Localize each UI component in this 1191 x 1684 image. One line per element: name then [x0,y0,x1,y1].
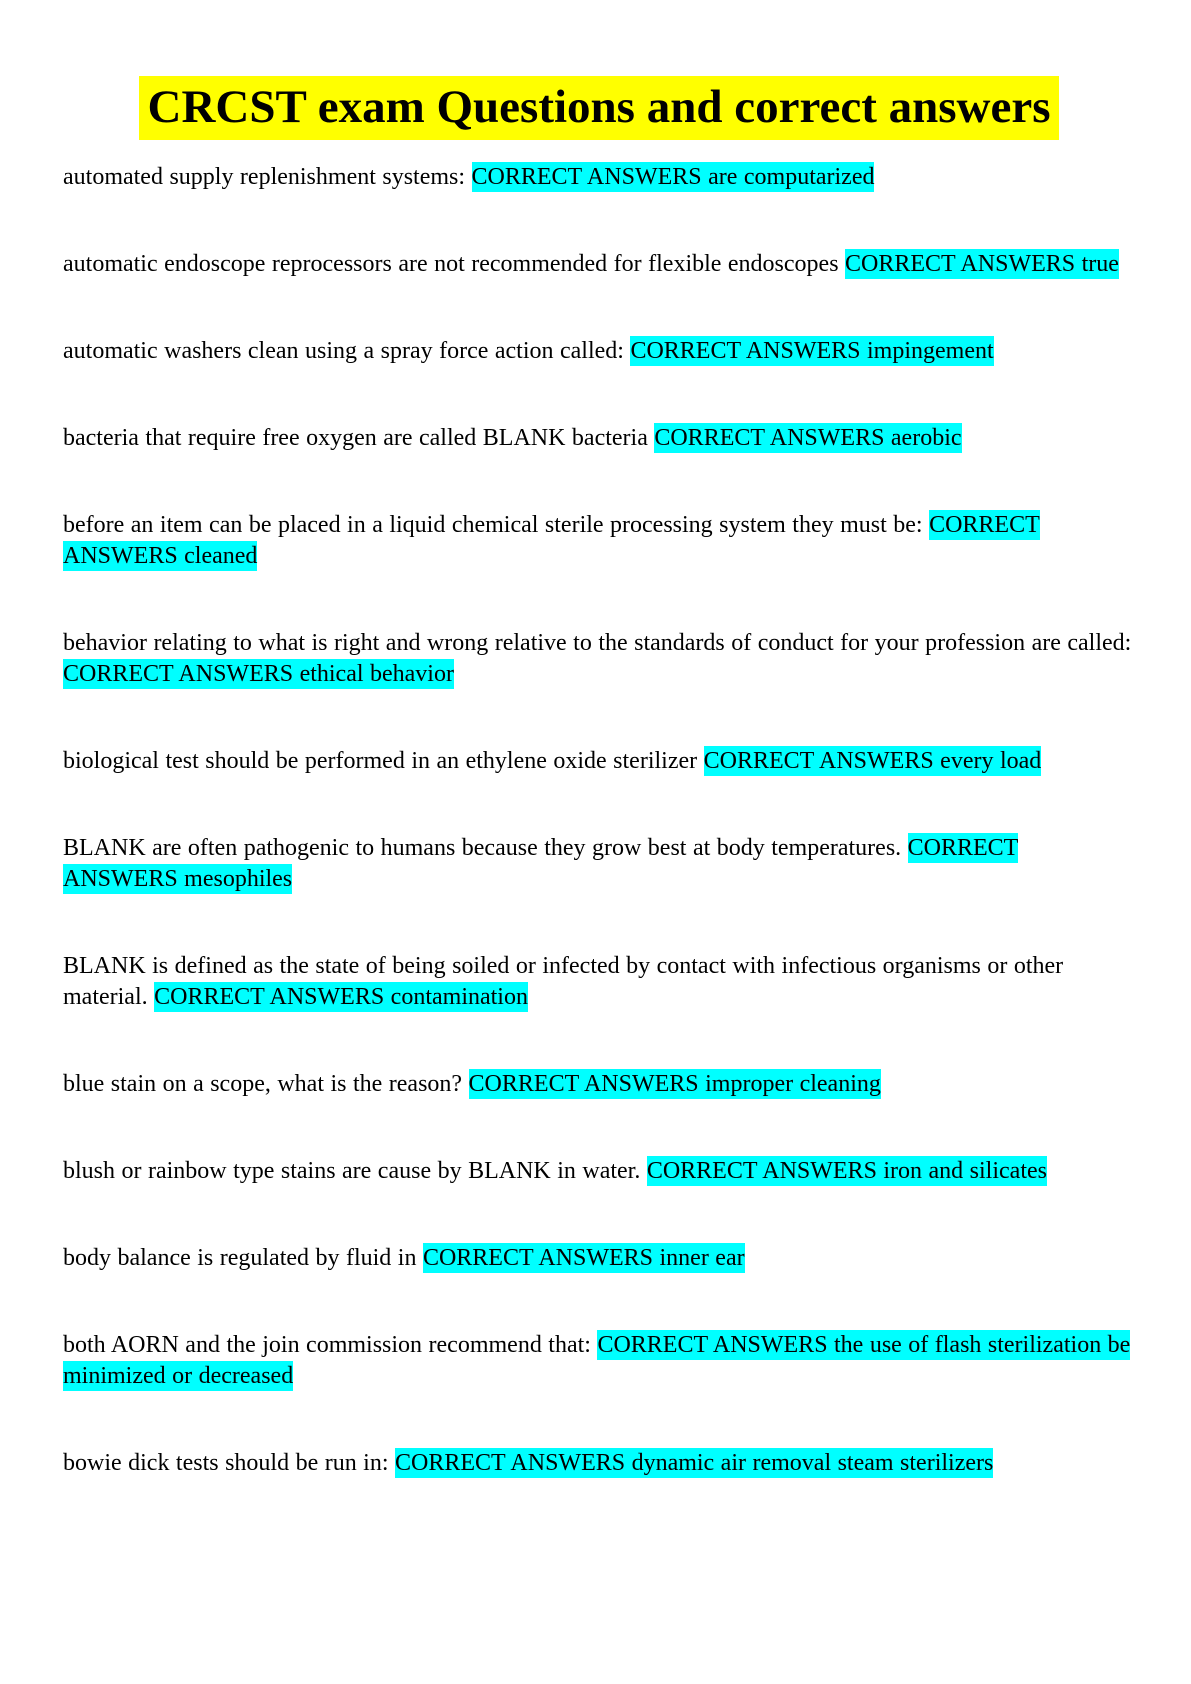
question-text: both AORN and the join commission recomm… [63,1332,591,1358]
page-title-highlight: CRCST exam Questions and correct answers [138,76,1060,140]
question-text: automated supply replenishment systems: [63,164,466,190]
answer-highlight: CORRECT ANSWERS impingement [630,336,994,366]
qa-entry: before an item can be placed in a liquid… [63,510,1135,572]
question-text: blue stain on a scope, what is the reaso… [63,1071,463,1097]
qa-entry: blue stain on a scope, what is the reaso… [63,1069,1135,1100]
qa-entry: blush or rainbow type stains are cause b… [63,1156,1135,1187]
answer-highlight: CORRECT ANSWERS aerobic [654,423,962,453]
answer-highlight: CORRECT ANSWERS are computarized [471,162,875,192]
answer-highlight: CORRECT ANSWERS every load [703,746,1042,776]
question-text: biological test should be performed in a… [63,748,698,774]
answer-highlight: CORRECT ANSWERS iron and silicates [646,1156,1047,1186]
question-text: BLANK is defined as the state of being s… [63,953,1064,1010]
answer-highlight: CORRECT ANSWERS dynamic air removal stea… [395,1448,994,1478]
answer-highlight: CORRECT ANSWERS inner ear [422,1243,745,1273]
qa-entry: BLANK are often pathogenic to humans bec… [63,833,1135,895]
qa-entry: both AORN and the join commission recomm… [63,1330,1135,1392]
answer-highlight: CORRECT ANSWERS improper cleaning [468,1069,881,1099]
question-text: bacteria that require free oxygen are ca… [63,425,648,451]
answer-highlight: CORRECT ANSWERS contamination [154,982,528,1012]
qa-entry: bacteria that require free oxygen are ca… [63,423,1135,454]
question-text: behavior relating to what is right and w… [63,630,1132,656]
question-text: bowie dick tests should be run in: [63,1450,389,1476]
qa-entry: BLANK is defined as the state of being s… [63,951,1135,1013]
qa-entry: automatic washers clean using a spray fo… [63,336,1135,367]
qa-entry: bowie dick tests should be run in: CORRE… [63,1448,1135,1479]
page-title: CRCST exam Questions and correct answers [63,76,1135,140]
question-text: blush or rainbow type stains are cause b… [63,1158,641,1184]
qa-entry: body balance is regulated by fluid in CO… [63,1243,1135,1274]
qa-entry: automatic endoscope reprocessors are not… [63,249,1135,280]
answer-highlight: CORRECT ANSWERS true [845,249,1119,279]
question-text: BLANK are often pathogenic to humans bec… [63,835,902,861]
qa-entry: behavior relating to what is right and w… [63,628,1135,690]
qa-entry: biological test should be performed in a… [63,746,1135,777]
question-text: automatic endoscope reprocessors are not… [63,251,839,277]
question-text: automatic washers clean using a spray fo… [63,338,624,364]
answer-highlight: CORRECT ANSWERS ethical behavior [63,659,454,689]
question-text: body balance is regulated by fluid in [63,1245,417,1271]
question-text: before an item can be placed in a liquid… [63,512,923,538]
qa-entry: automated supply replenishment systems: … [63,162,1135,193]
